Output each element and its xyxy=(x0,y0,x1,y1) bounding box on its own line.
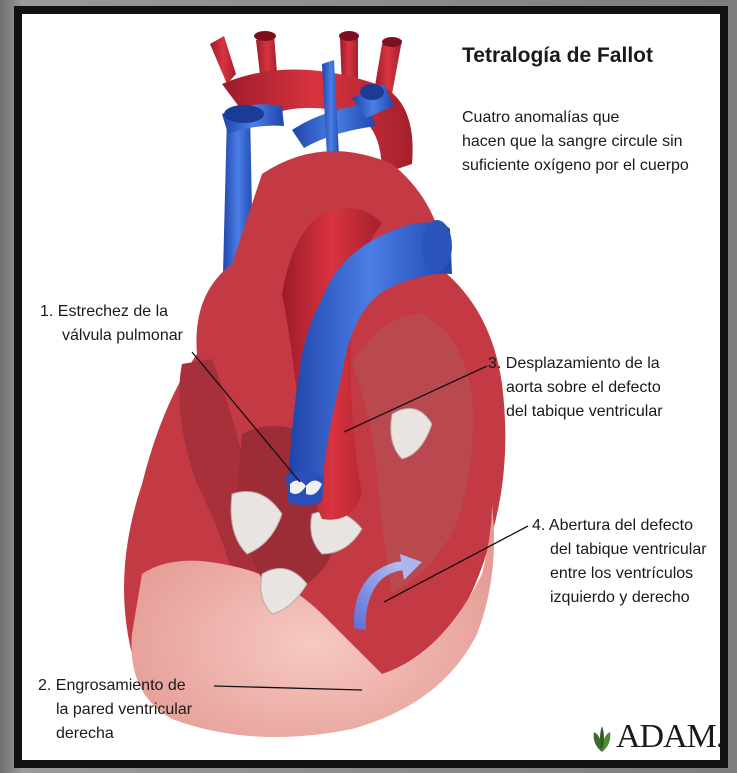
diagram-subtitle: Cuatro anomalías que hacen que la sangre… xyxy=(462,106,720,178)
diagram-title: Tetralogía de Fallot xyxy=(462,44,653,68)
leaf-icon xyxy=(588,724,616,754)
label-vsd-opening: 4. Abertura del defecto del tabique vent… xyxy=(532,514,707,610)
label-line: entre los ventrículos xyxy=(532,562,707,586)
narrowed-pulmonary-valve xyxy=(286,471,324,506)
adam-logo: ADAM. xyxy=(588,714,720,754)
label-line: izquierdo y derecho xyxy=(532,586,707,610)
label-line: del tabique ventricular xyxy=(532,538,707,562)
label-aorta-displacement: 3. Desplazamiento de la aorta sobre el d… xyxy=(488,352,663,424)
subtitle-line: hacen que la sangre circule sin xyxy=(462,130,720,154)
label-line: del tabique ventricular xyxy=(488,400,663,424)
label-line: válvula pulmonar xyxy=(40,324,183,348)
subtitle-line: Cuatro anomalías que xyxy=(462,106,720,130)
label-line: aorta sobre el defecto xyxy=(488,376,663,400)
diagram-panel: Tetralogía de Fallot Cuatro anomalías qu… xyxy=(22,14,720,760)
label-line: 3. Desplazamiento de la xyxy=(488,352,663,376)
label-rv-thickening: 2. Engrosamiento de la pared ventricular… xyxy=(38,674,192,746)
label-line: 1. Estrechez de la xyxy=(40,300,183,324)
label-line: derecha xyxy=(38,722,192,746)
logo-text: ADAM. xyxy=(616,720,720,754)
label-pulmonary-stenosis: 1. Estrechez de la válvula pulmonar xyxy=(40,300,183,348)
label-line: 4. Abertura del defecto xyxy=(532,514,707,538)
label-line: 2. Engrosamiento de xyxy=(38,674,192,698)
label-line: la pared ventricular xyxy=(38,698,192,722)
subtitle-line: suficiente oxígeno por el cuerpo xyxy=(462,154,720,178)
